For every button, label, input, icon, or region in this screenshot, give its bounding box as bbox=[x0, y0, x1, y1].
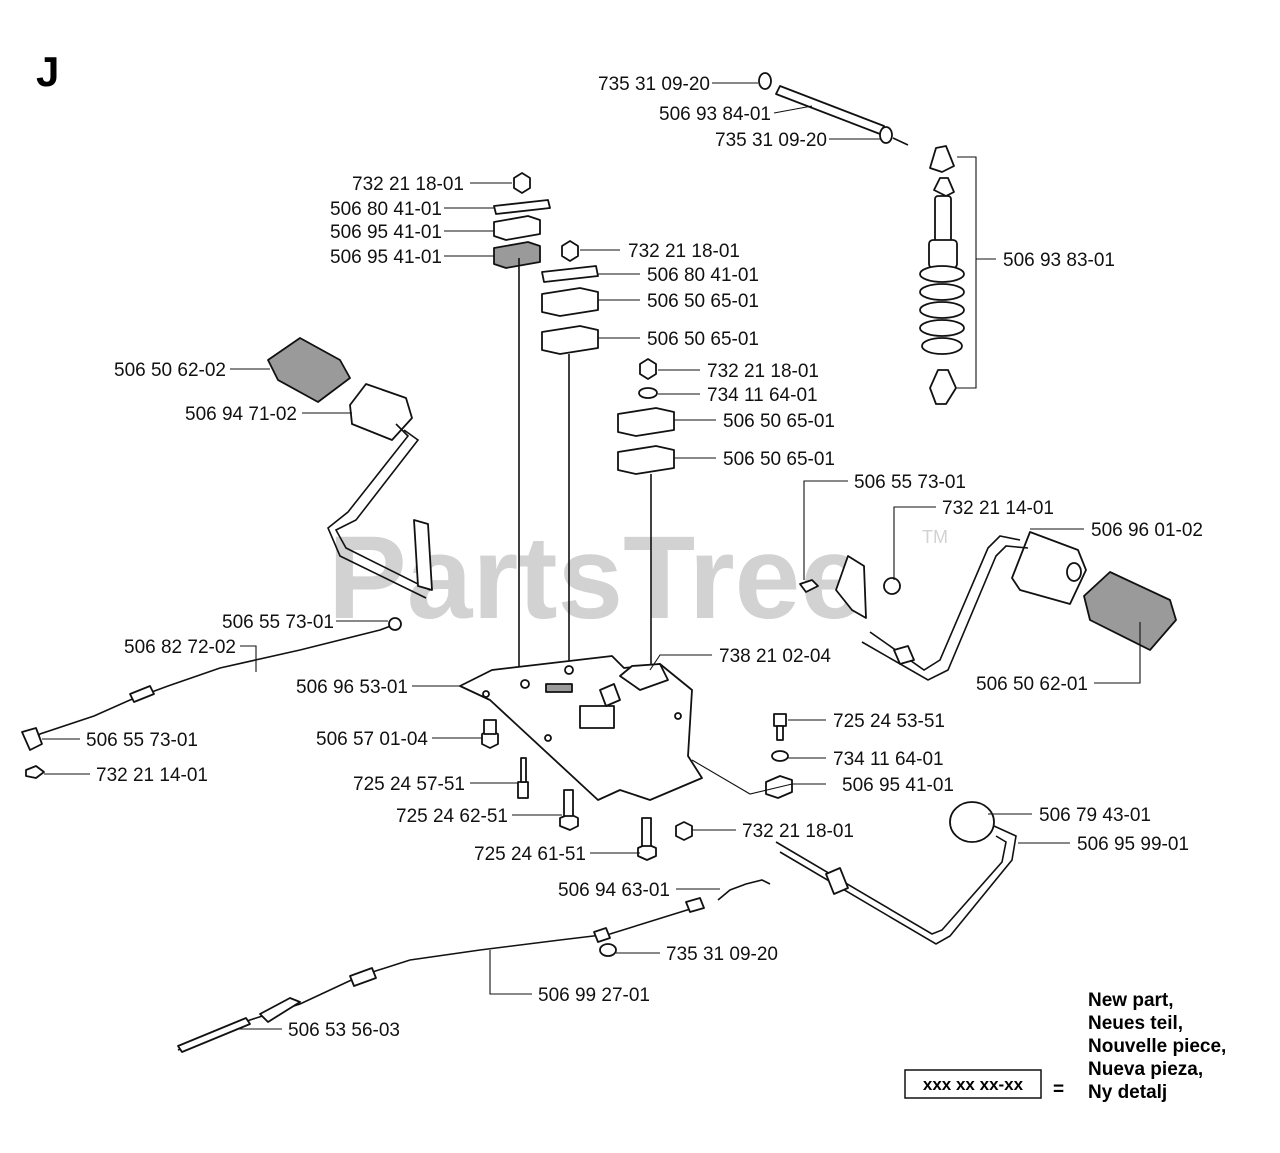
part-label: 506 94 71-02 bbox=[185, 404, 297, 425]
right-pedal bbox=[799, 531, 1177, 681]
pedal-sleeve-left bbox=[349, 383, 413, 441]
watermark-tm: TM bbox=[922, 527, 948, 547]
legend-line: Ny detalj bbox=[1088, 1082, 1167, 1103]
left-pedal bbox=[267, 337, 433, 599]
pedal-sleeve-right bbox=[1011, 531, 1087, 605]
pedal-pad-left bbox=[267, 337, 351, 403]
legend-equals: = bbox=[1053, 1079, 1064, 1100]
part-label: 506 96 01-02 bbox=[1091, 520, 1203, 541]
lower-mount bbox=[929, 369, 957, 405]
bracket-right bbox=[835, 555, 867, 619]
upper-mount bbox=[929, 145, 955, 173]
legend-sample-text: xxx xx xx-xx bbox=[923, 1075, 1024, 1094]
right-stack bbox=[617, 358, 675, 672]
spring-damper bbox=[919, 145, 965, 405]
legend-line: New part, bbox=[1088, 990, 1174, 1011]
left-stack bbox=[493, 172, 551, 680]
pedal-pad-right bbox=[1083, 571, 1177, 651]
legend-line: Nueva pieza, bbox=[1088, 1059, 1203, 1080]
part-label: 506 50 65-01 bbox=[647, 291, 759, 312]
part-drawings bbox=[21, 72, 1177, 1053]
part-labels: 735 31 09-20 506 93 84-01 735 31 09-20 5… bbox=[86, 74, 1203, 1041]
part-label: 725 24 53-51 bbox=[833, 711, 945, 732]
part-label: 506 93 83-01 bbox=[1003, 250, 1115, 271]
pin-assembly bbox=[758, 72, 909, 146]
part-label: 506 50 62-01 bbox=[976, 674, 1088, 695]
part-label: 732 21 14-01 bbox=[942, 498, 1054, 519]
part-label: 725 24 57-51 bbox=[353, 774, 465, 795]
part-label: 732 21 18-01 bbox=[742, 821, 854, 842]
part-label: 506 95 99-01 bbox=[1077, 834, 1189, 855]
part-label: 506 57 01-04 bbox=[316, 729, 428, 750]
part-label: 734 11 64-01 bbox=[707, 385, 818, 406]
part-label: 506 53 56-03 bbox=[288, 1020, 400, 1041]
legend-line: Neues teil, bbox=[1088, 1013, 1183, 1034]
part-label: 506 55 73-01 bbox=[854, 472, 966, 493]
part-label: 506 94 63-01 bbox=[558, 880, 670, 901]
part-label: 506 93 84-01 bbox=[659, 104, 771, 125]
part-label: 734 11 64-01 bbox=[833, 749, 944, 770]
cables bbox=[21, 617, 771, 1053]
part-label: 506 95 41-01 bbox=[330, 247, 442, 268]
middle-stack bbox=[541, 240, 599, 670]
base-plate bbox=[459, 655, 703, 801]
clip-bottom bbox=[879, 126, 893, 144]
knob bbox=[949, 801, 995, 843]
part-label: 506 50 62-02 bbox=[114, 360, 226, 381]
part-label: 725 24 62-51 bbox=[396, 806, 508, 827]
part-label: 506 95 41-01 bbox=[330, 222, 442, 243]
part-label: 506 50 65-01 bbox=[723, 449, 835, 470]
part-label: 506 99 27-01 bbox=[538, 985, 650, 1006]
part-label: 506 80 41-01 bbox=[647, 265, 759, 286]
part-label: 506 96 53-01 bbox=[296, 677, 408, 698]
part-label: 735 31 09-20 bbox=[666, 944, 778, 965]
part-label: 732 21 18-01 bbox=[707, 361, 819, 382]
leader-lines bbox=[42, 82, 1141, 1030]
part-label: 506 79 43-01 bbox=[1039, 805, 1151, 826]
part-label: 506 95 41-01 bbox=[842, 775, 954, 796]
knob-lever bbox=[775, 801, 1017, 945]
section-letter: J bbox=[36, 48, 59, 95]
legend-line: Nouvelle piece, bbox=[1088, 1036, 1226, 1057]
part-label: 732 21 18-01 bbox=[352, 174, 464, 195]
part-label: 732 21 18-01 bbox=[628, 241, 740, 262]
part-label: 506 55 73-01 bbox=[86, 730, 198, 751]
legend-sample-box bbox=[904, 1069, 1042, 1099]
part-label: 506 50 65-01 bbox=[723, 411, 835, 432]
legend: xxx xx xx-xx = New part, Neues teil, Nou… bbox=[904, 990, 1226, 1103]
watermark-brand: PartsTree bbox=[328, 512, 866, 644]
part-label: 738 21 02-04 bbox=[719, 646, 831, 667]
part-label: 506 50 65-01 bbox=[647, 329, 759, 350]
part-label: 735 31 09-20 bbox=[715, 130, 827, 151]
part-label: 732 21 14-01 bbox=[96, 765, 208, 786]
part-label: 735 31 09-20 bbox=[598, 74, 710, 95]
part-label: 725 24 61-51 bbox=[474, 844, 586, 865]
part-label: 506 82 72-02 bbox=[124, 637, 236, 658]
part-label: 506 80 41-01 bbox=[330, 199, 442, 220]
bracket-left bbox=[413, 519, 433, 591]
clip-top bbox=[758, 72, 772, 90]
part-label: 506 55 73-01 bbox=[222, 612, 334, 633]
